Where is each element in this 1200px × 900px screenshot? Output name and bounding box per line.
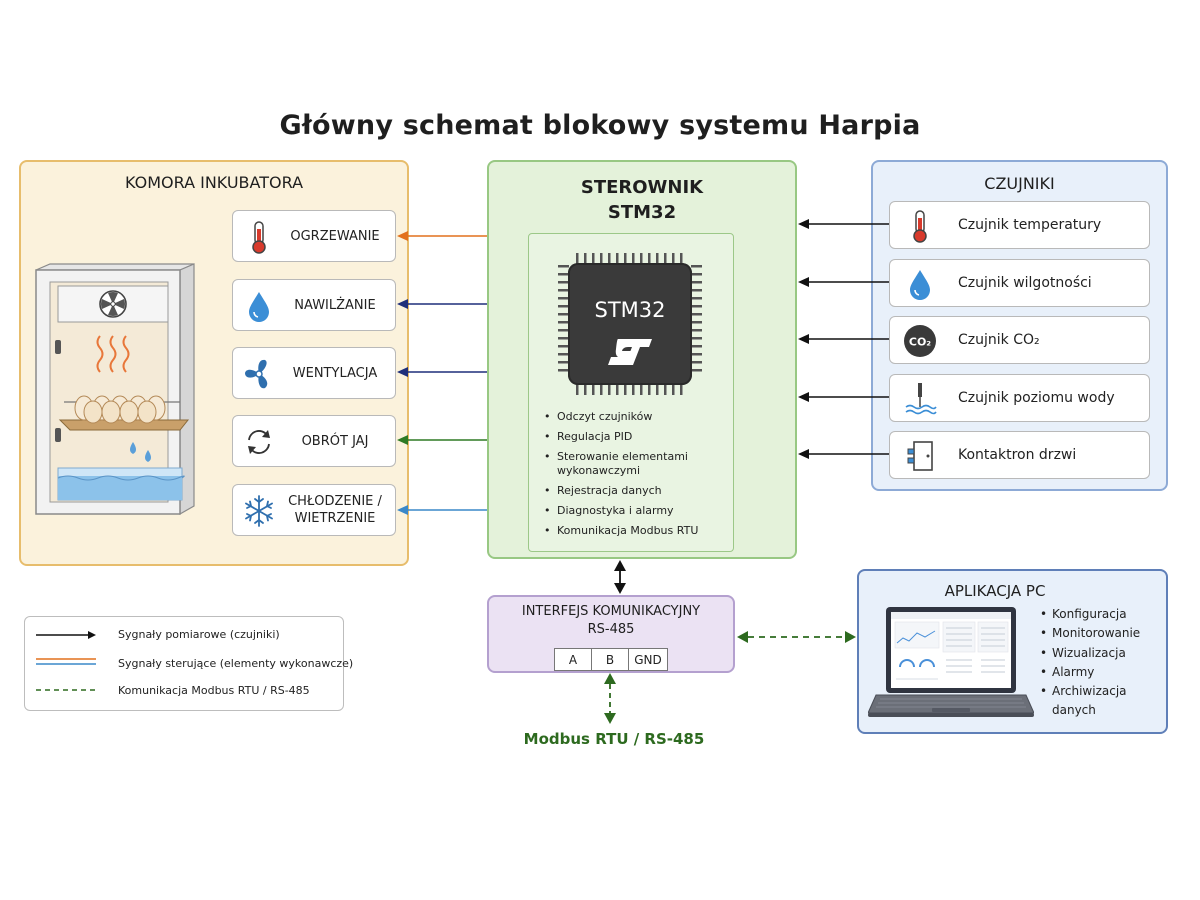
thermometer-icon xyxy=(913,210,927,243)
legend-label-modbus: Komunikacja Modbus RTU / RS-485 xyxy=(118,684,310,697)
egg-tray-icon xyxy=(58,395,190,431)
co2-icon: CO₂ xyxy=(904,325,936,357)
actuator-label-egg-turning: OBRÓT JAJ xyxy=(301,433,369,449)
list-item: Regulacja PID xyxy=(544,430,734,444)
list-item: Komunikacja Modbus RTU xyxy=(544,524,734,538)
propeller-fan-icon xyxy=(245,359,268,389)
sensor-label-humidity: Czujnik wilgotności xyxy=(958,275,1092,291)
list-item: Rejestracja danych xyxy=(544,484,734,498)
diagram-title: Główny schemat blokowy systemu Harpia xyxy=(279,110,921,141)
modbus-bus-label: Modbus RTU / RS-485 xyxy=(523,730,705,748)
list-item: Konfiguracja xyxy=(1040,605,1170,624)
sensor-label-co2: Czujnik CO₂ xyxy=(958,332,1040,348)
svg-text:CO₂: CO₂ xyxy=(909,336,931,349)
sensor-door-switch: Kontaktron drzwi xyxy=(889,431,1150,479)
water-tray-icon xyxy=(57,467,185,501)
door-hinge-icon xyxy=(55,340,61,354)
actuator-cooling: CHŁODZENIE / WIETRZENIE xyxy=(232,484,396,536)
water-drop-icon xyxy=(910,270,930,300)
communication-interface-title: INTERFEJS KOMUNIKACYJNY RS-485 xyxy=(521,604,701,637)
list-item: Alarmy xyxy=(1040,663,1170,682)
actuator-ventilation: WENTYLACJA xyxy=(232,347,396,399)
controller-functions-list: Odczyt czujników Regulacja PID Sterowani… xyxy=(544,410,734,544)
laptop-icon xyxy=(868,607,1034,717)
legend-label-measurement: Sygnały pomiarowe (czujniki) xyxy=(118,628,280,641)
st-logo-icon xyxy=(608,339,652,365)
actuator-egg-turning: OBRÓT JAJ xyxy=(232,415,396,467)
sensor-co2: CO₂ Czujnik CO₂ xyxy=(889,316,1150,364)
list-item: Sterowanie elementami wykonawczymi xyxy=(544,450,707,478)
rotate-arrows-icon xyxy=(248,430,270,454)
controller-interface-arrow xyxy=(614,560,626,594)
sensor-water-level: Czujnik poziomu wody xyxy=(889,374,1150,422)
modbus-pc-arrow xyxy=(737,631,856,643)
list-item: Monitorowanie xyxy=(1040,624,1170,643)
legend-label-control: Sygnały sterujące (elementy wykonawcze) xyxy=(118,657,354,670)
fan-icon xyxy=(99,290,127,318)
door-switch-icon xyxy=(907,441,933,471)
terminal-gnd: GND xyxy=(628,648,668,671)
actuator-label-heating: OGRZEWANIE xyxy=(290,228,380,244)
door-hinge-icon xyxy=(55,428,61,442)
pc-application-title: APLIKACJA PC xyxy=(944,582,1046,600)
heat-waves-icon xyxy=(96,335,130,373)
incubator-chamber-title: KOMORA INKUBATORA xyxy=(124,173,304,192)
actuator-label-cooling: CHŁODZENIE / WIETRZENIE xyxy=(288,494,382,526)
list-item: Archiwizacja danych xyxy=(1040,682,1170,717)
legend xyxy=(24,616,344,711)
control-signal-arrows xyxy=(397,231,487,515)
sensor-humidity: Czujnik wilgotności xyxy=(889,259,1150,307)
terminal-b: B xyxy=(591,648,629,671)
sensor-label-temperature: Czujnik temperatury xyxy=(958,217,1102,233)
list-item: Odczyt czujników xyxy=(544,410,734,424)
modbus-bus-arrow xyxy=(604,673,616,724)
snowflake-icon xyxy=(245,495,273,527)
pc-application-features-list: Konfiguracja Monitorowanie Wizualizacja … xyxy=(1040,605,1170,717)
sensor-label-door-switch: Kontaktron drzwi xyxy=(958,447,1077,463)
chip-label: STM32 xyxy=(594,298,666,322)
actuator-heating: OGRZEWANIE xyxy=(232,210,396,262)
actuator-label-humidifying: NAWILŻANIE xyxy=(294,297,376,313)
water-level-probe-icon xyxy=(905,383,937,415)
actuator-humidifying: NAWILŻANIE xyxy=(232,279,396,331)
legend-swatches xyxy=(36,631,96,691)
incubator-cabinet-illustration xyxy=(35,263,195,516)
list-item: Wizualizacja xyxy=(1040,644,1170,663)
sensors-title: CZUJNIKI xyxy=(984,174,1055,193)
water-drop-icon xyxy=(249,292,269,322)
sensor-temperature: Czujnik temperatury xyxy=(889,201,1150,249)
actuator-label-ventilation: WENTYLACJA xyxy=(292,365,378,381)
sensor-label-water-level: Czujnik poziomu wody xyxy=(958,390,1115,406)
controller-title: STEROWNIK STM32 xyxy=(580,177,704,223)
list-item: Diagnostyka i alarmy xyxy=(544,504,734,518)
thermometer-icon xyxy=(252,221,266,254)
terminal-a: A xyxy=(554,648,592,671)
water-drops-icon xyxy=(130,442,151,462)
chip-pins-icon xyxy=(558,253,702,395)
arrow-head-icon xyxy=(88,631,96,639)
